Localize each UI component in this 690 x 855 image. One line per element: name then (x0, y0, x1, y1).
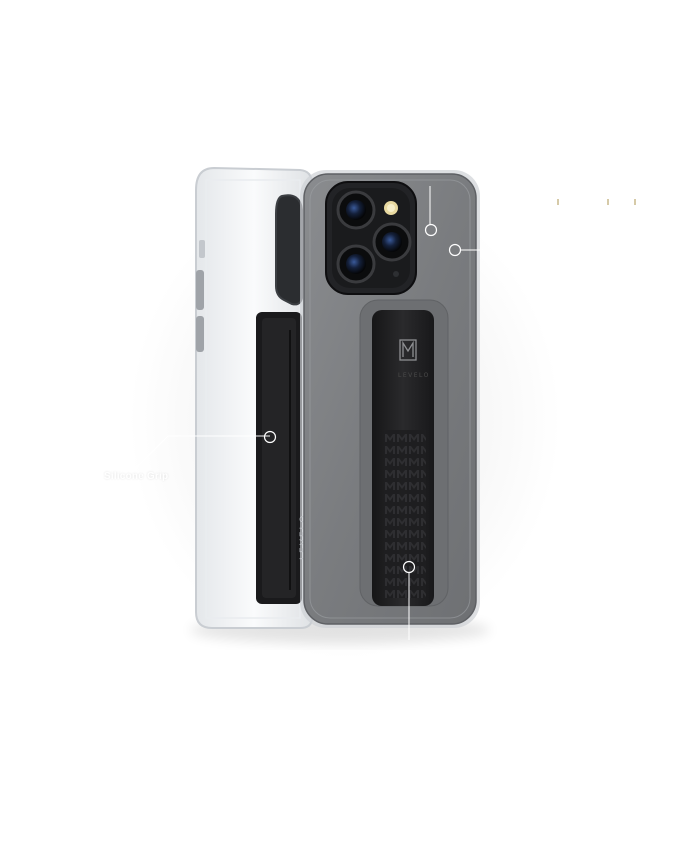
volume-up-button-shape (196, 270, 204, 310)
circle-marker-icon (263, 430, 277, 444)
callouts (133, 186, 484, 640)
clear-shell: LEVELO (195, 166, 313, 629)
accent-ticks (557, 199, 636, 205)
circle-marker-icon (402, 560, 416, 574)
circle-marker-icon (448, 243, 462, 257)
levelo-logo-icon (399, 339, 417, 361)
volume-down-button-shape (196, 316, 204, 352)
brand-wordmark: LEVELO (398, 372, 430, 379)
silicone-grip-label: Silicone Grip (104, 471, 169, 482)
circle-marker-icon (424, 223, 438, 237)
grip-pattern (384, 430, 426, 598)
smoke-case (300, 170, 480, 628)
mic-dot (393, 271, 399, 277)
action-button-shape (199, 240, 205, 258)
